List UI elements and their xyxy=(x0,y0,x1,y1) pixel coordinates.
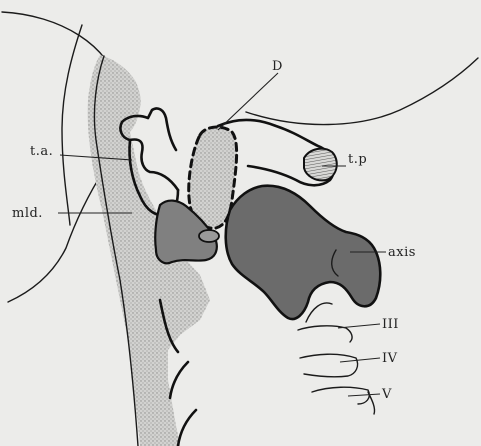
label-v: V xyxy=(381,387,392,402)
label-d: D xyxy=(272,59,283,74)
label-tp: t.p xyxy=(348,152,367,167)
posterior-tubercle xyxy=(304,149,337,181)
label-ta: t.a. xyxy=(30,144,53,159)
label-mld: mld. xyxy=(12,206,43,221)
label-axis: axis xyxy=(388,245,416,260)
label-iii: III xyxy=(382,317,399,332)
label-iv: IV xyxy=(382,351,398,366)
dens-base-ring xyxy=(199,230,219,242)
